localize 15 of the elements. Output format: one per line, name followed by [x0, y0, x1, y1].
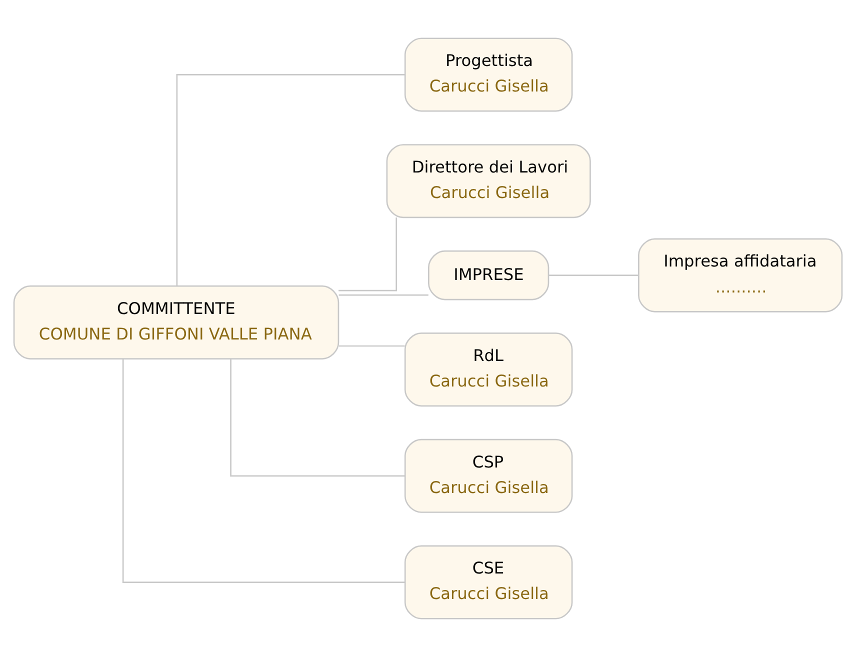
connector [338, 294, 428, 296]
node-box: CSP Carucci Gisella [404, 438, 573, 513]
connector [338, 218, 398, 292]
connector [548, 274, 638, 276]
node-box: RdL Carucci Gisella [404, 332, 573, 407]
connector [122, 359, 405, 583]
node-box: Impresa affidataria .......... [638, 238, 843, 312]
node-box: Progettista Carucci Gisella [404, 38, 573, 112]
node-box: Direttore dei Lavori Carucci Gisella [386, 144, 591, 218]
node-box: COMMITTENTE COMUNE DI GIFFONI VALLE PIANA [13, 285, 340, 360]
node-box: IMPRESE [428, 250, 550, 300]
connector [230, 358, 405, 477]
connector [338, 345, 405, 347]
node-box: CSE Carucci Gisella [404, 545, 573, 620]
connector [176, 74, 406, 286]
